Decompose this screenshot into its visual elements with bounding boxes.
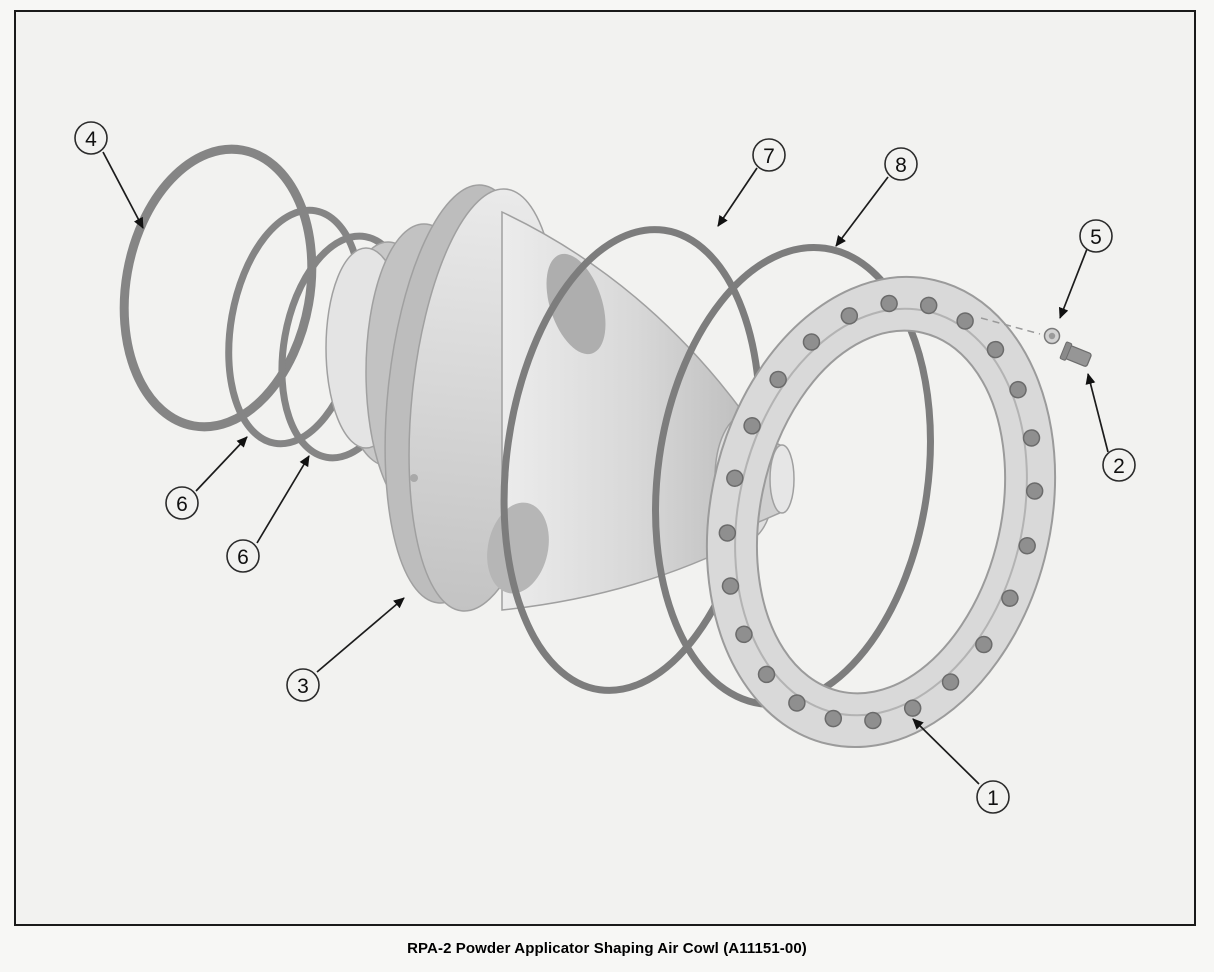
o-ring-large-shape	[119, 144, 317, 432]
bolt-stud	[735, 625, 753, 644]
callout-8: 8	[835, 147, 918, 247]
callout-7: 7	[717, 138, 786, 227]
bolt-stud	[824, 709, 843, 728]
callout-6-lower-circle	[226, 539, 260, 573]
callout-4-label: 4	[85, 128, 97, 151]
callout-6-upper: 6	[165, 436, 248, 520]
bolt-stud	[1022, 429, 1041, 447]
callout-1: 1	[912, 718, 1010, 814]
callout-4-circle	[74, 121, 108, 155]
bolt-stud	[721, 577, 740, 595]
bolt-stud	[726, 469, 744, 488]
callout-4-arrow	[102, 151, 144, 229]
bolt-stud	[1009, 380, 1027, 399]
callout-5: 5	[1058, 219, 1113, 319]
screw-head	[1059, 341, 1073, 361]
callout-8-label: 8	[895, 154, 907, 177]
bolt-stud	[919, 296, 938, 315]
bolt-stud	[769, 370, 787, 389]
cowl-ring	[705, 275, 1057, 748]
bolt-stud	[718, 524, 737, 542]
bolt-stud	[975, 635, 993, 654]
assembly-guide-line	[980, 317, 1041, 335]
callout-3: 3	[286, 597, 405, 702]
callout-3-circle	[286, 668, 320, 702]
screw-part	[1059, 341, 1092, 367]
bolt-stud	[986, 340, 1005, 359]
callout-7-arrow	[717, 167, 758, 227]
callout-3-arrow	[316, 597, 405, 673]
callout-1-label: 1	[987, 787, 999, 810]
callout-5-arrow	[1058, 248, 1088, 319]
bolt-stud	[1018, 536, 1036, 555]
callout-7-circle	[752, 138, 786, 172]
callout-6-upper-arrow	[195, 436, 248, 492]
bolt-stud	[757, 665, 776, 684]
callout-6-lower-arrow	[256, 455, 310, 544]
exploded-view-diagram: 4 6 6 3 7 8	[74, 121, 1136, 814]
callout-7-label: 7	[763, 145, 775, 168]
diagram-frame: 4 6 6 3 7 8	[14, 10, 1196, 926]
bolt-stud	[941, 673, 960, 691]
callout-6-upper-circle	[165, 486, 199, 520]
callout-1-arrow	[912, 718, 980, 785]
bolt-stud	[956, 312, 974, 330]
callout-5-circle	[1079, 219, 1113, 253]
bolt-stud	[880, 294, 898, 313]
callout-8-circle	[884, 147, 918, 181]
bolt-stud	[1025, 482, 1044, 500]
hardware-group	[980, 317, 1092, 367]
bolt-stud	[840, 307, 859, 325]
applicator-body	[325, 184, 795, 612]
bolt-stud	[802, 333, 821, 351]
callout-2-arrow	[1085, 373, 1109, 453]
callout-5-label: 5	[1090, 226, 1102, 249]
callout-2-circle	[1102, 448, 1136, 482]
flange-hole	[410, 474, 418, 482]
cowl-ring-body	[705, 275, 1057, 748]
bolt-stud	[743, 417, 761, 435]
callout-3-label: 3	[297, 675, 309, 698]
bolt-stud	[1001, 589, 1019, 607]
bolt-stud	[864, 711, 882, 730]
callout-8-arrow	[835, 176, 889, 247]
bolt-stud	[903, 699, 922, 717]
callout-4: 4	[74, 121, 144, 229]
callout-6-upper-label: 6	[176, 493, 188, 516]
callout-2: 2	[1085, 373, 1136, 482]
callout-1-circle	[976, 780, 1010, 814]
callout-6-lower-label: 6	[237, 546, 249, 569]
diagram-caption: RPA-2 Powder Applicator Shaping Air Cowl…	[407, 940, 807, 957]
nozzle-tip	[769, 444, 795, 514]
callout-2-label: 2	[1113, 455, 1125, 478]
callout-6-lower: 6	[226, 455, 310, 573]
o-ring-large	[119, 144, 317, 432]
bolt-stud	[788, 694, 806, 712]
cone-window-top	[546, 253, 606, 355]
washer-hole	[1048, 332, 1056, 340]
